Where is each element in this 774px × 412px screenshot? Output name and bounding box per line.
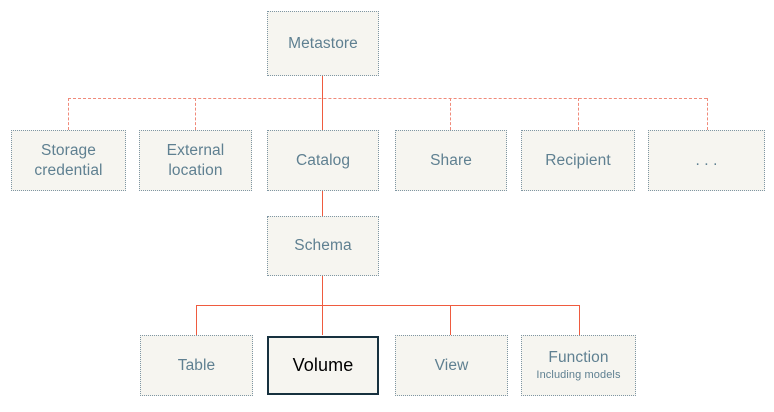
edge-bus-to-recipient [578,98,579,130]
edge-catalog-to-schema [322,191,323,216]
node-metastore[interactable]: Metastore [267,11,379,76]
node-view[interactable]: View [395,335,508,396]
node-table-label: Table [177,356,216,374]
node-share[interactable]: Share [395,130,507,191]
edge-bus-to-catalog [322,98,323,130]
node-storage-credential[interactable]: Storage credential [11,130,126,191]
edge-metastore-bus [68,98,707,99]
node-volume[interactable]: Volume [267,336,379,395]
edge-bus-to-storage-credential [68,98,69,130]
node-function[interactable]: Function Including models [521,335,636,396]
edge-bus-to-ellipsis [707,98,708,130]
node-volume-label: Volume [292,354,354,375]
node-function-label: Function [548,349,609,367]
node-recipient[interactable]: Recipient [521,130,635,191]
node-external-location-label: External location [166,141,225,179]
node-metastore-label: Metastore [288,34,358,52]
node-share-label: Share [430,151,472,169]
edge-bus-to-table [196,305,197,335]
edge-schema-bus [196,305,580,306]
node-function-sublabel: Including models [536,369,621,382]
edge-bus-to-function [579,305,580,335]
node-ellipsis-label: . . . [695,151,718,169]
node-catalog-label: Catalog [295,151,351,169]
edge-bus-to-volume [322,305,323,335]
edge-metastore-to-bus [322,76,323,99]
node-ellipsis[interactable]: . . . [648,130,765,191]
node-catalog[interactable]: Catalog [267,130,379,191]
node-schema[interactable]: Schema [267,216,379,276]
node-external-location[interactable]: External location [139,130,252,191]
node-schema-label: Schema [294,237,352,255]
node-storage-credential-label: Storage credential [34,141,103,179]
node-view-label: View [434,356,469,374]
edge-schema-to-bus [322,276,323,305]
node-table[interactable]: Table [140,335,253,396]
edge-bus-to-share [450,98,451,130]
node-recipient-label: Recipient [545,151,611,169]
edge-bus-to-view [450,305,451,335]
edge-bus-to-external-location [195,98,196,130]
